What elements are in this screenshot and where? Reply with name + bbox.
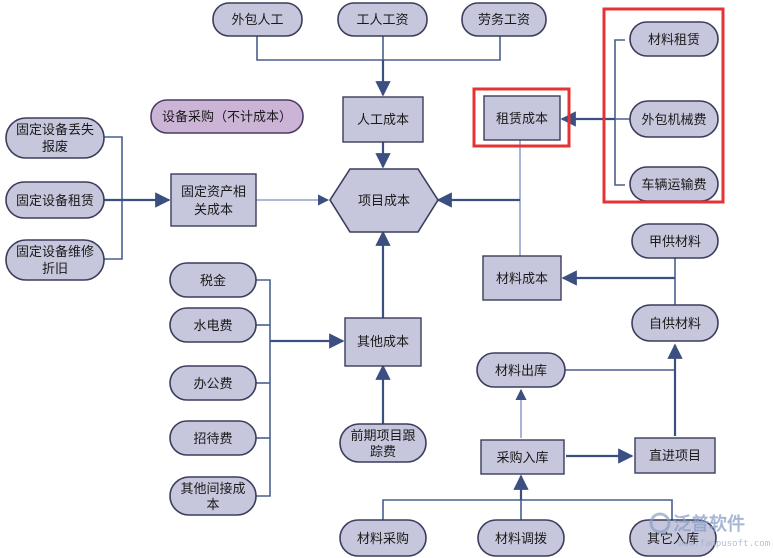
svg-text:其他间接成: 其他间接成 — [180, 481, 245, 497]
brand-logo-icon — [649, 512, 671, 534]
svg-text:本: 本 — [206, 498, 219, 513]
svg-text:外包机械费: 外包机械费 — [641, 113, 706, 128]
node-material-cost[interactable]: 材料成本 — [482, 255, 562, 301]
node-service-wage[interactable]: 劳务工资 — [461, 2, 547, 37]
svg-text:税金: 税金 — [200, 273, 226, 289]
svg-text:人工成本: 人工成本 — [357, 113, 409, 128]
svg-text:固定设备维修: 固定设备维修 — [16, 244, 94, 260]
node-outsource-machinery[interactable]: 外包机械费 — [629, 100, 719, 138]
node-rental-cost[interactable]: 租赁成本 — [472, 87, 571, 148]
svg-text:固定设备丢失: 固定设备丢失 — [16, 122, 94, 138]
node-equipment-purchase-note: 设备采购（不计成本） — [150, 99, 304, 134]
svg-text:前期项目跟: 前期项目跟 — [350, 428, 415, 444]
node-project-cost[interactable]: 项目成本 — [329, 168, 439, 233]
svg-text:劳务工资: 劳务工资 — [478, 12, 530, 28]
node-other-cost[interactable]: 其他成本 — [344, 317, 422, 367]
svg-text:设备采购（不计成本）: 设备采购（不计成本） — [162, 109, 292, 125]
svg-text:固定设备租赁: 固定设备租赁 — [16, 193, 94, 209]
svg-text:关成本: 关成本 — [194, 203, 233, 218]
svg-text:车辆运输费: 车辆运输费 — [641, 177, 706, 193]
fixed-equipment-bracket — [104, 136, 123, 260]
svg-text:自供材料: 自供材料 — [649, 317, 701, 332]
node-fixed-asset-cost[interactable]: 固定资产相 关成本 — [170, 173, 257, 227]
svg-text:报废: 报废 — [42, 139, 68, 155]
node-self-supply-material[interactable]: 自供材料 — [631, 304, 719, 342]
watermark-url: www.fanpusoft.com — [678, 539, 770, 549]
node-purchase-inbound[interactable]: 采购入库 — [480, 439, 565, 475]
svg-text:踪费: 踪费 — [370, 445, 396, 460]
node-fixed-equipment-repair[interactable]: 固定设备维修 折旧 — [5, 239, 105, 281]
node-material-purchase[interactable]: 材料采购 — [339, 519, 427, 557]
node-fixed-equipment-loss[interactable]: 固定设备丢失 报废 — [5, 117, 105, 159]
rental-sources-highlight — [602, 7, 725, 204]
svg-text:招待费: 招待费 — [193, 432, 232, 447]
svg-text:材料租赁: 材料租赁 — [648, 33, 700, 48]
node-prior-tracking-fee[interactable]: 前期项目跟 踪费 — [339, 423, 427, 463]
outbound-to-self-supply — [565, 345, 676, 371]
node-direct-to-project[interactable]: 直进项目 — [634, 437, 716, 474]
svg-text:其它入库: 其它入库 — [647, 531, 699, 547]
svg-text:折旧: 折旧 — [42, 262, 68, 277]
node-labor-cost[interactable]: 人工成本 — [342, 96, 424, 143]
svg-text:工人工资: 工人工资 — [356, 13, 408, 28]
node-material-transfer[interactable]: 材料调拨 — [477, 519, 565, 557]
watermark: 泛普软件 www.fanpusoft.com — [649, 512, 770, 549]
svg-text:其他成本: 其他成本 — [357, 335, 409, 350]
bottom-sources-bracket — [382, 499, 673, 520]
labor-sources-bracket — [256, 36, 501, 61]
node-office-expense[interactable]: 办公费 — [169, 365, 257, 401]
svg-text:材料成本: 材料成本 — [496, 272, 548, 287]
svg-text:租赁成本: 租赁成本 — [496, 112, 548, 127]
svg-text:直进项目: 直进项目 — [649, 449, 701, 464]
svg-text:办公费: 办公费 — [193, 377, 232, 392]
svg-text:材料出库: 材料出库 — [495, 363, 547, 379]
node-tax[interactable]: 税金 — [169, 262, 257, 298]
node-vehicle-transport[interactable]: 车辆运输费 — [629, 166, 719, 202]
node-party-a-material[interactable]: 甲供材料 — [631, 223, 719, 259]
svg-text:材料采购: 材料采购 — [357, 531, 409, 547]
node-outsource-labor[interactable]: 外包人工 — [212, 2, 303, 37]
connectors — [104, 36, 683, 520]
svg-text:外包人工: 外包人工 — [231, 13, 283, 28]
svg-text:水电费: 水电费 — [193, 319, 232, 334]
node-material-rental[interactable]: 材料租赁 — [629, 21, 719, 57]
node-material-outbound[interactable]: 材料出库 — [476, 352, 566, 388]
node-entertainment[interactable]: 招待费 — [169, 420, 257, 456]
node-worker-wage[interactable]: 工人工资 — [337, 2, 428, 37]
rental-sources-bracket — [614, 39, 625, 186]
watermark-brand: 泛普软件 — [673, 513, 745, 535]
node-fixed-equipment-rental[interactable]: 固定设备租赁 — [5, 181, 105, 219]
node-other-indirect-cost[interactable]: 其他间接成 本 — [169, 476, 257, 516]
other-costs-bracket — [256, 279, 271, 497]
svg-text:采购入库: 采购入库 — [496, 450, 548, 466]
rental-cost-highlight — [472, 87, 571, 148]
svg-text:固定资产相: 固定资产相 — [181, 185, 246, 200]
svg-text:甲供材料: 甲供材料 — [649, 235, 701, 250]
node-utilities[interactable]: 水电费 — [169, 307, 257, 343]
svg-text:材料调拨: 材料调拨 — [495, 532, 547, 547]
svg-text:项目成本: 项目成本 — [358, 194, 410, 209]
